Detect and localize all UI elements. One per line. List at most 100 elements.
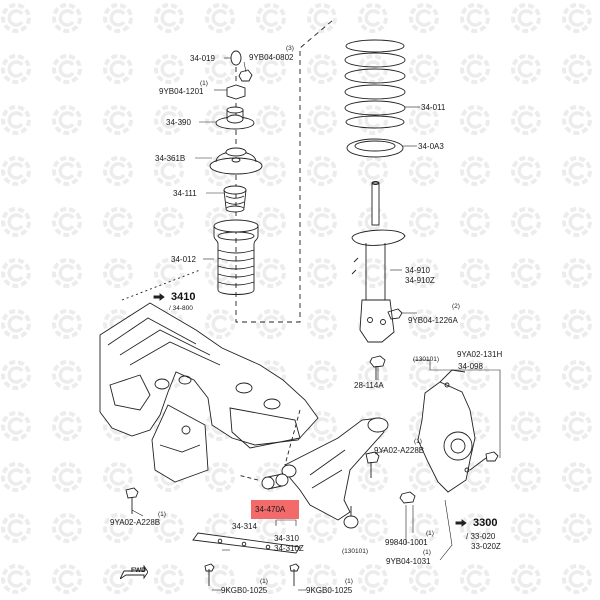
- watermark-gear-icon: [460, 54, 490, 84]
- label-34-470a[interactable]: 34-470A: [255, 505, 286, 514]
- label-34-0a3[interactable]: 34-0A3: [418, 142, 444, 151]
- label-9yb04-0802[interactable]: 9YB04-0802: [249, 53, 294, 62]
- watermark-gear-icon: [1, 3, 31, 33]
- nut-9yb04-1201: [226, 84, 246, 100]
- label-34-314[interactable]: 34-314: [232, 522, 257, 531]
- label-34-910[interactable]: 34-910: [405, 266, 430, 275]
- watermark-gear-icon: [460, 3, 490, 33]
- watermark-gear-icon: [562, 309, 592, 339]
- group-sub-3300-b: 33-020Z: [471, 542, 501, 551]
- leader-lines: [131, 57, 501, 591]
- watermark-gear-icon: [409, 513, 439, 543]
- group-label-3410[interactable]: 3410: [171, 291, 196, 303]
- watermark-gear-icon: [562, 411, 592, 441]
- watermark-gear-icon: [511, 462, 541, 492]
- watermark-gear-icon: [358, 564, 388, 594]
- watermark-gear-icon: [256, 3, 286, 33]
- watermark-gear-icon: [562, 207, 592, 237]
- label-28-114a[interactable]: 28-114A: [354, 381, 384, 390]
- watermark-gear-icon: [1, 258, 31, 288]
- watermark-gear-icon: [460, 105, 490, 135]
- watermark-gear-icon: [103, 564, 133, 594]
- watermark-gear-icon: [409, 564, 439, 594]
- watermark-gear-icon: [256, 54, 286, 84]
- bolt-28-114a: [369, 355, 386, 380]
- label-99840-1001[interactable]: 99840-1001: [385, 538, 428, 547]
- watermark-gear-icon: [409, 360, 439, 390]
- subframe-3410: [99, 269, 319, 483]
- label-9ya02-a228b[interactable]: 9YA02-A228B: [374, 446, 425, 455]
- watermark-gear-icon: [409, 105, 439, 135]
- watermark-gear-icon: [511, 258, 541, 288]
- watermark-gear-icon: [256, 513, 286, 543]
- label-34-910z[interactable]: 34-910Z: [405, 276, 435, 285]
- label-9kgb0-1025-a[interactable]: 9KGB0-1025: [221, 586, 268, 595]
- label-34-310z[interactable]: 34-310Z: [274, 544, 304, 553]
- watermark-gear-icon: [307, 513, 337, 543]
- watermark-gear-icon: [511, 156, 541, 186]
- watermark-gear-icon: [1, 513, 31, 543]
- label-9ya02-a228b-left[interactable]: 9YA02-A228B: [110, 518, 161, 527]
- qty-9yb04-1226a: (2): [452, 303, 460, 310]
- watermark-gear-icon: [52, 54, 82, 84]
- watermark-gear-icon: [511, 54, 541, 84]
- date-130101-a: (130101): [413, 356, 440, 363]
- watermark-gear-icon: [307, 258, 337, 288]
- label-34-361b[interactable]: 34-361B: [155, 154, 186, 163]
- qty-9kgb0-1025-a: (1): [260, 578, 268, 585]
- watermark-gear-icon: [103, 207, 133, 237]
- watermark-gear-icon: [307, 105, 337, 135]
- mount-34-390: [215, 106, 255, 130]
- watermark-gear-icon: [1, 105, 31, 135]
- label-9ya02-131h[interactable]: 9YA02-131H: [457, 350, 503, 359]
- label-34-111[interactable]: 34-111: [173, 189, 197, 198]
- label-34-390[interactable]: 34-390: [166, 118, 191, 127]
- watermark-gear-icon: [460, 564, 490, 594]
- watermark-gear-icon: [1, 54, 31, 84]
- watermark-gear-icon: [205, 54, 235, 84]
- bracket-34-314: [192, 532, 301, 554]
- label-34-019[interactable]: 34-019: [190, 54, 215, 63]
- label-9kgb0-1025-b[interactable]: 9KGB0-1025: [306, 586, 353, 595]
- watermark-gear-icon: [205, 564, 235, 594]
- watermark-gear-icon: [358, 462, 388, 492]
- watermark-gear-icon: [409, 207, 439, 237]
- watermark-gear-icon: [103, 258, 133, 288]
- watermark-gear-icon: [511, 3, 541, 33]
- group-sub-3300-a: / 33-020: [466, 532, 496, 541]
- label-34-012[interactable]: 34-012: [171, 255, 196, 264]
- watermark-gear-icon: [511, 513, 541, 543]
- watermark-gear-icon: [256, 156, 286, 186]
- watermark-gear-icon: [358, 105, 388, 135]
- watermark-gear-icon: [52, 462, 82, 492]
- watermark-gear-icon: [460, 513, 490, 543]
- watermark-gear-icon: [103, 513, 133, 543]
- qty-9yb04-1201: (1): [200, 80, 208, 87]
- watermark-gear-icon: [511, 360, 541, 390]
- label-9yb04-1031[interactable]: 9YB04-1031: [386, 557, 431, 566]
- watermark-gear-icon: [562, 3, 592, 33]
- watermark-gear-icon: [52, 309, 82, 339]
- group-label-3300[interactable]: 3300: [473, 517, 498, 529]
- label-9yb04-1226a[interactable]: 9YB04-1226A: [408, 316, 458, 325]
- label-9yb04-1201[interactable]: 9YB04-1201: [159, 87, 204, 96]
- watermark-gear-icon: [511, 411, 541, 441]
- watermark-gear-icon: [562, 513, 592, 543]
- watermark-gear-icon: [460, 258, 490, 288]
- label-34-310[interactable]: 34-310: [274, 534, 299, 543]
- watermark-gear-icon: [52, 105, 82, 135]
- watermark-gear-icon: [562, 564, 592, 594]
- label-34-011[interactable]: 34-011: [421, 103, 446, 112]
- bolt-9kgb0-1025-a: [204, 563, 215, 586]
- label-34-098[interactable]: 34-098: [458, 362, 483, 371]
- lower-arm-34-310: [281, 417, 389, 529]
- watermark-gear-icon: [52, 564, 82, 594]
- watermark-gear-icon: [154, 207, 184, 237]
- watermark-gear-icon: [307, 207, 337, 237]
- bolt-34-098: [469, 451, 499, 471]
- watermark-gear-icon: [562, 462, 592, 492]
- watermark-gear-icon: [103, 462, 133, 492]
- nut-99840-1001: [399, 491, 416, 504]
